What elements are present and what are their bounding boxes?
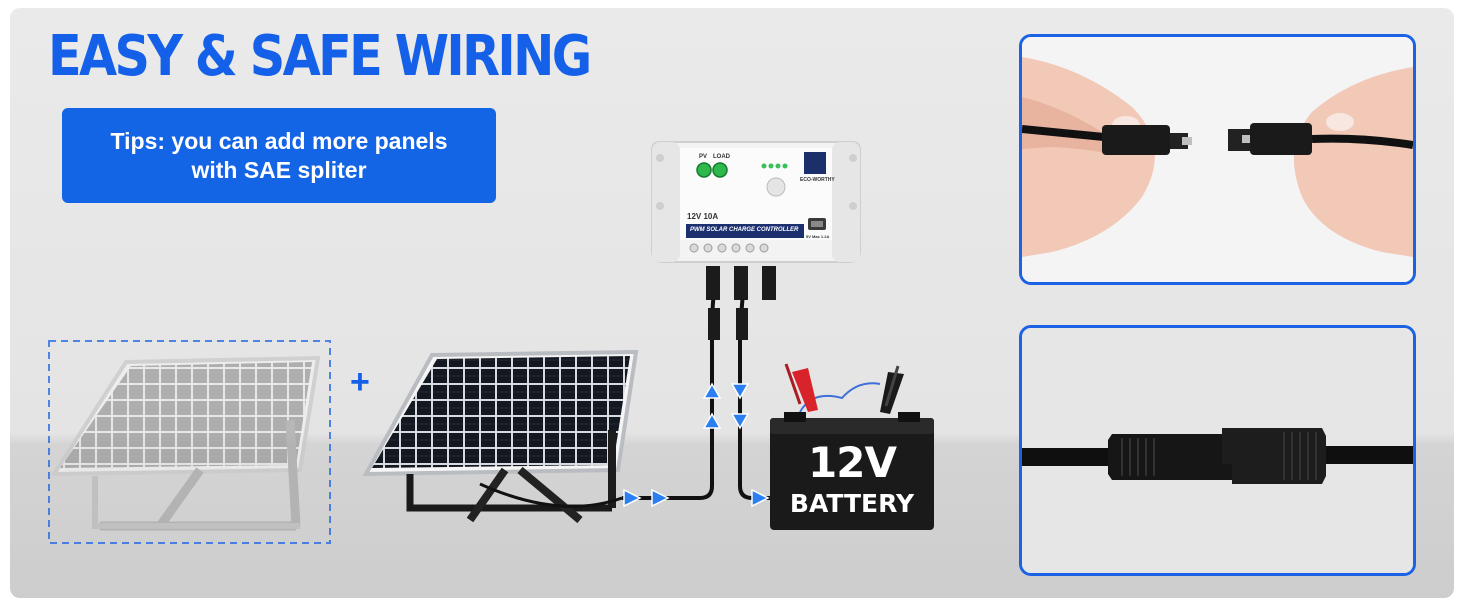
sae-joined-photo — [1019, 325, 1416, 576]
battery — [770, 412, 934, 530]
solar-panel — [362, 349, 639, 524]
arrow-right-icon — [751, 488, 770, 508]
controller-type-label: PWM SOLAR CHARGE CONTROLLER — [690, 227, 799, 233]
controller-usb-label: 5V Max 1.2A — [806, 234, 830, 239]
arrow-up-icon — [702, 412, 722, 429]
battery-clamps — [784, 363, 904, 414]
page-title: EASY & SAFE WIRING — [48, 24, 592, 89]
load-indicator-led — [712, 162, 728, 178]
dashed-frame — [48, 340, 331, 544]
battery-voltage: 12V — [808, 438, 897, 487]
controller-rating: 12V 10A — [687, 212, 719, 221]
tips-banner: Tips: you can add more panels with SAE s… — [62, 108, 496, 203]
plus-sign: + — [350, 363, 370, 401]
charge-controller — [651, 141, 861, 263]
tips-line-2: with SAE spliter — [191, 156, 367, 183]
pv-indicator-led — [696, 162, 712, 178]
arrow-down-icon — [730, 413, 750, 430]
controller-brand: ECO-WORTHY — [800, 177, 835, 183]
tips-line-1: Tips: you can add more panels — [110, 127, 448, 154]
sae-connectors — [706, 266, 776, 340]
battery-label: BATTERY — [789, 489, 915, 518]
sae-connect-photo — [1019, 34, 1416, 285]
controller-load-label: LOAD — [713, 154, 730, 160]
arrow-right-icon — [651, 488, 670, 508]
controller-pv-label: PV — [699, 154, 708, 160]
joined-connector-illustration — [1022, 328, 1413, 573]
arrow-up-icon — [702, 382, 722, 399]
hands-connector-illustration — [1022, 37, 1413, 282]
additional-solar-panel-ghost — [48, 340, 331, 544]
arrow-right-icon — [623, 488, 642, 508]
flow-arrows — [623, 382, 770, 508]
arrow-down-icon — [730, 383, 750, 400]
